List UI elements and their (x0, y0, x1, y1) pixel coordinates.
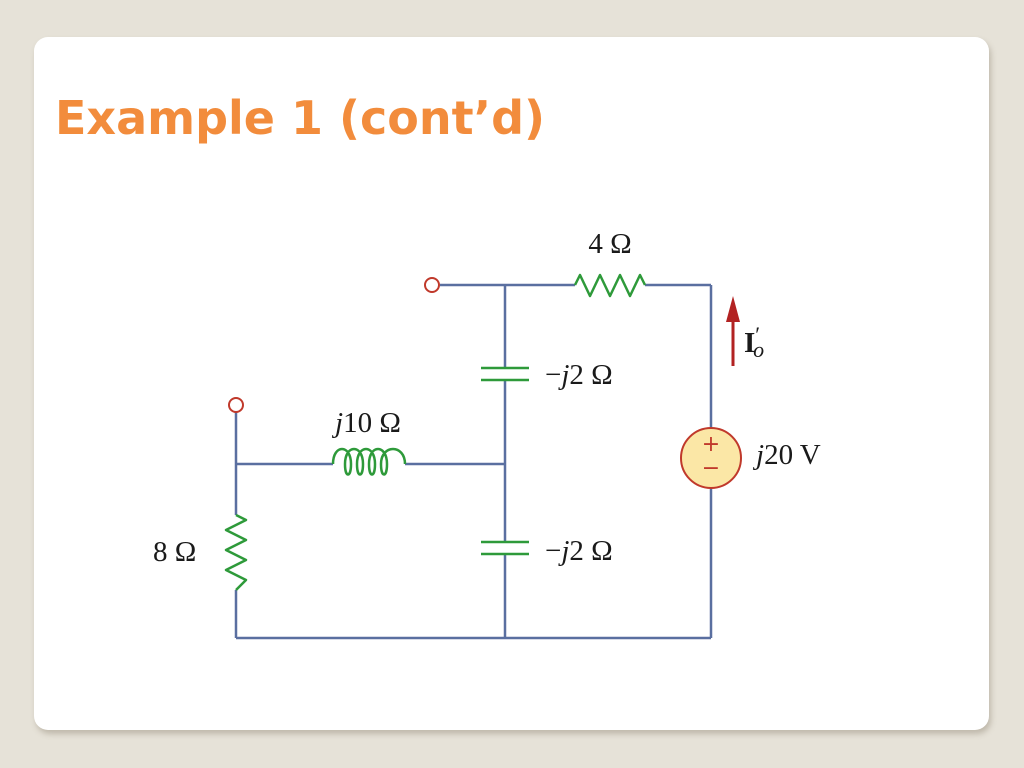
inductor-label: j10 Ω (331, 407, 401, 439)
wires (234, 283, 713, 640)
current-label: I′o (744, 322, 764, 362)
voltage-source-label: j20 V (752, 439, 821, 471)
resistor-4-ohm-label: 4 Ω (588, 228, 631, 260)
resistor-4-ohm (573, 273, 647, 298)
capacitor-top-label: −j2 Ω (545, 359, 613, 391)
capacitor-top (481, 366, 529, 382)
terminal-left (228, 397, 244, 413)
inductor-j10 (331, 447, 407, 476)
resistor-8-ohm (224, 513, 248, 591)
slide-panel (34, 37, 989, 730)
voltage-source (680, 427, 742, 489)
current-arrow-head (726, 296, 740, 322)
capacitor-bottom (481, 540, 529, 556)
slide-title: Example 1 (cont’d) (55, 91, 546, 145)
source-plus-sign: + (702, 432, 720, 457)
source-minus-sign: − (702, 456, 720, 481)
resistor-8-ohm-label: 8 Ω (153, 536, 196, 568)
terminal-top (424, 277, 440, 293)
capacitor-bottom-label: −j2 Ω (545, 535, 613, 567)
